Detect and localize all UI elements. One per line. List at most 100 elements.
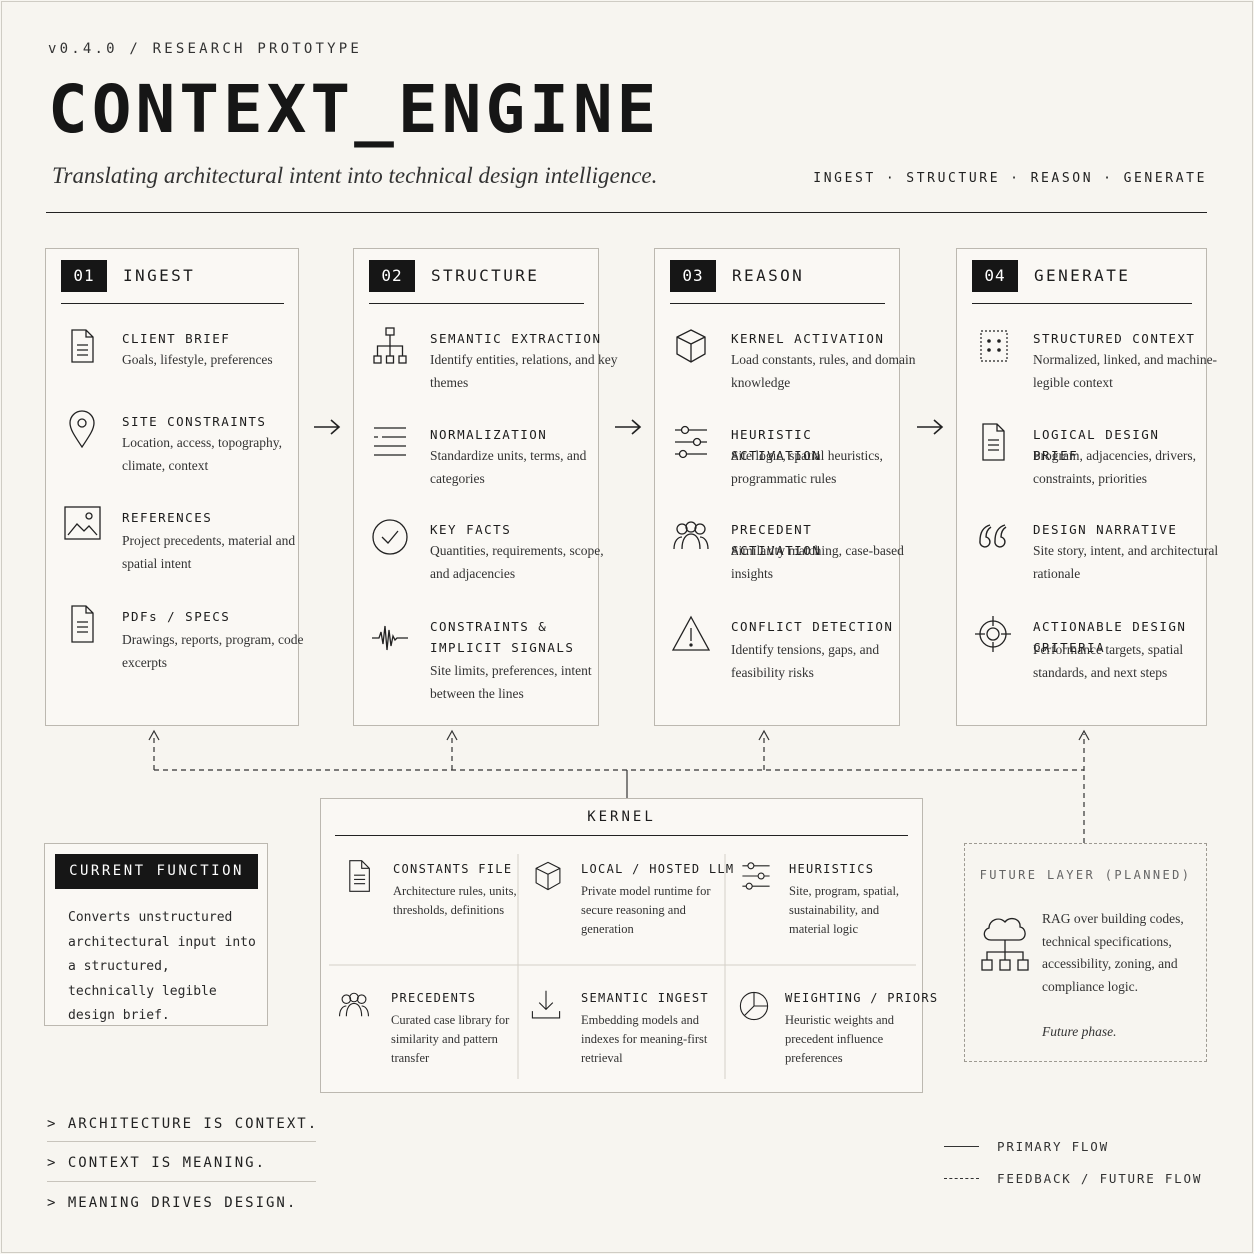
item-description: Site logic, spatial heuristics, programm… [731, 448, 883, 486]
item-title: LOGICAL DESIGN BRIEF [1033, 427, 1160, 463]
kernel-grid-lines [329, 854, 916, 1079]
item-description: Location, access, topography, climate, c… [122, 435, 282, 473]
item-description: Site limits, preferences, intent between… [430, 663, 592, 701]
item-title: NORMALIZATION [430, 427, 548, 442]
kernel-cell-title: WEIGHTING / PRIORS [785, 991, 939, 1005]
stage-number: 04 [972, 260, 1018, 292]
stage-title: GENERATE [1034, 266, 1131, 285]
document-icon [62, 326, 102, 366]
item-title: SEMANTIC EXTRACTION [430, 331, 602, 346]
location-pin-icon [62, 409, 102, 449]
target-icon [973, 614, 1013, 654]
item-title: CONFLICT DETECTION [731, 619, 894, 634]
item-description: Similarity matching, case-based insights [731, 543, 904, 581]
stage-title: INGEST [123, 266, 196, 285]
kernel-cell-description: Site, program, spatial, sustainability, … [789, 884, 900, 936]
kernel-cell-title: CONSTANTS FILE [393, 862, 513, 876]
current-function-box: CURRENT FUNCTION Converts unstructured a… [44, 843, 268, 1026]
step-separator: · [885, 171, 897, 186]
list-lines-icon [370, 422, 410, 462]
legend-primary-line [944, 1146, 979, 1147]
page-subtitle: Translating architectural intent into te… [52, 163, 658, 188]
item-description: Identify tensions, gaps, and feasibility… [731, 642, 880, 680]
kernel-cell-description: Embedding models and indexes for meaning… [581, 1013, 708, 1065]
arrowhead-reason [758, 729, 770, 741]
stage-title: STRUCTURE [431, 266, 540, 285]
step-generate: GENERATE [1123, 171, 1207, 186]
kernel-divider [335, 835, 908, 836]
kernel-title: KERNEL [587, 809, 656, 825]
item-title: PRECEDENT ACTIVATION [731, 522, 822, 558]
future-layer-text: RAG over building codes, technical speci… [1042, 911, 1184, 994]
legend-feedback-label: FEEDBACK / FUTURE FLOW [997, 1171, 1203, 1186]
cube-icon [671, 326, 711, 366]
kernel-cell-description: Heuristic weights and precedent influenc… [785, 1013, 895, 1065]
kernel-box: KERNEL CONSTANTS FILE Architecture rules… [320, 798, 937, 1093]
step-reason: REASON [1030, 171, 1094, 186]
item-description: Quantities, requirements, scope, and adj… [430, 543, 604, 581]
arrowhead-generate [1078, 729, 1090, 741]
cube-icon [531, 859, 565, 893]
kernel-cell-title: LOCAL / HOSTED LLM [581, 862, 735, 876]
legend-primary-label: PRIMARY FLOW [997, 1139, 1109, 1154]
current-function-text: Converts unstructured architectural inpu… [68, 910, 256, 1023]
header-divider [46, 212, 1207, 213]
stage-header: 04 GENERATE [972, 260, 1192, 304]
document-icon [973, 422, 1013, 462]
item-description: Identify entities, relations, and key th… [430, 352, 618, 390]
stage-header: 02 STRUCTURE [369, 260, 584, 304]
future-layer-label: FUTURE LAYER (PLANNED) [979, 868, 1192, 882]
maxim-line: > ARCHITECTURE IS CONTEXT. [47, 1116, 319, 1132]
kernel-cell-title: SEMANTIC INGEST [581, 991, 709, 1005]
item-description: Goals, lifestyle, preferences [122, 352, 273, 367]
step-ingest: INGEST [813, 171, 876, 186]
pie-icon [737, 989, 771, 1023]
arrow-right-icon [917, 419, 944, 435]
pipeline-steps: INGEST·STRUCTURE·REASON·GENERATE [813, 171, 1207, 186]
page-title: CONTEXT_ENGINE [48, 71, 661, 148]
maxim-divider [47, 1181, 316, 1182]
kernel-cell-description: Private model runtime for secure reasoni… [581, 884, 711, 936]
item-title: STRUCTURED CONTEXT [1033, 331, 1196, 346]
future-layer-box: FUTURE LAYER (PLANNED) RAG over building… [964, 843, 1207, 1062]
stage-card-reason: 03 REASON KERNEL ACTIVATION Load constan… [654, 248, 915, 726]
dotted-grid-icon [973, 326, 1013, 366]
item-description: Program, adjacencies, drivers, constrain… [1033, 448, 1197, 486]
people-icon [337, 989, 371, 1023]
stage-title: REASON [732, 266, 805, 285]
stage-card-structure: 02 STRUCTURE SEMANTIC EXTRACTION Identif… [353, 248, 617, 726]
document-icon [62, 604, 102, 644]
kernel-cell-title: PRECEDENTS [391, 991, 477, 1005]
sliders-icon [671, 422, 711, 462]
kernel-cell-description: Curated case library for similarity and … [391, 1013, 510, 1065]
stage-header: 03 REASON [670, 260, 885, 304]
waveform-icon [370, 618, 410, 658]
document-icon [343, 859, 377, 893]
arrow-right-icon [615, 419, 642, 435]
download-icon [529, 989, 563, 1023]
item-title: ACTIONABLE DESIGN CRITERIA [1033, 619, 1187, 655]
maxim-line: > CONTEXT IS MEANING. [47, 1155, 267, 1171]
item-description: Drawings, reports, program, code excerpt… [122, 632, 304, 670]
item-description: Normalized, linked, and machine-legible … [1033, 352, 1218, 390]
item-title: DESIGN NARRATIVE [1033, 522, 1178, 537]
item-title: PDFs / SPECS [122, 609, 231, 624]
item-title: CLIENT BRIEF [122, 331, 231, 346]
people-icon [671, 517, 711, 557]
current-function-label: CURRENT FUNCTION [55, 854, 258, 889]
item-description: Site story, intent, and architectural ra… [1033, 543, 1219, 581]
cloud-network-icon [979, 910, 1031, 980]
image-icon [62, 505, 102, 545]
stage-number: 02 [369, 260, 415, 292]
stage-number: 01 [61, 260, 107, 292]
item-title: CONSTRAINTS & IMPLICIT SIGNALS [430, 619, 575, 655]
hierarchy-icon [370, 326, 410, 366]
quote-icon [973, 517, 1013, 557]
item-description: Performance targets, spatial standards, … [1033, 642, 1184, 680]
legend-feedback-line [944, 1178, 979, 1179]
arrowhead-ingest [148, 729, 160, 741]
maxim-line: > MEANING DRIVES DESIGN. [47, 1195, 298, 1211]
item-title: HEURISTIC ACTIVATION [731, 427, 822, 463]
warning-icon [671, 614, 711, 654]
